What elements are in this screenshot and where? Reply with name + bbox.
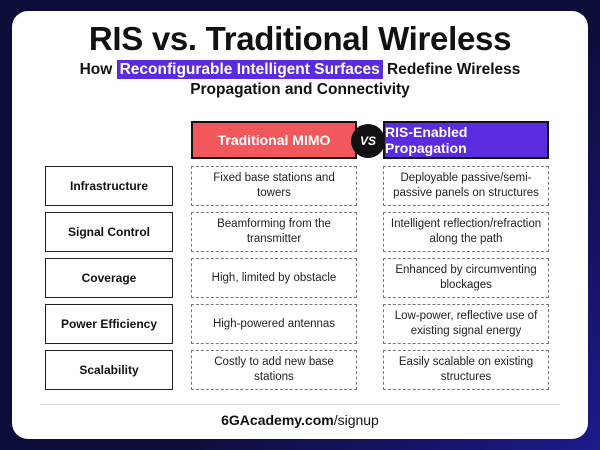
infographic-card: RIS vs. Traditional Wireless How Reconfi…: [12, 11, 588, 439]
traditional-cell-scalability: Costly to add new base stations: [191, 350, 357, 390]
traditional-cell-coverage: High, limited by obstacle: [191, 258, 357, 298]
row-label-signal-control: Signal Control: [45, 212, 173, 252]
traditional-cell-power-efficiency: High-powered antennas: [191, 304, 357, 344]
footer-domain: 6GAcademy.com: [221, 412, 334, 428]
row-label-power-efficiency: Power Efficiency: [45, 304, 173, 344]
ris-cell-scalability: Easily scalable on existing structures: [383, 350, 549, 390]
ris-cell-coverage: Enhanced by circumventing blockages: [383, 258, 549, 298]
row-label-scalability: Scalability: [45, 350, 173, 390]
row-label-infrastructure: Infrastructure: [45, 166, 173, 206]
footer-path: /signup: [333, 412, 379, 428]
traditional-cell-signal-control: Beamforming from the transmitter: [191, 212, 357, 252]
ris-cell-signal-control: Intelligent reflection/refraction along …: [383, 212, 549, 252]
subtitle-prefix: How: [79, 61, 117, 78]
vs-badge: VS: [351, 124, 385, 158]
ris-cell-infrastructure: Deployable passive/semi-passive panels o…: [383, 166, 549, 206]
page-subtitle: How Reconfigurable Intelligent Surfaces …: [42, 60, 558, 100]
subtitle-highlight: Reconfigurable Intelligent Surfaces: [116, 60, 383, 79]
footer-link[interactable]: 6GAcademy.com/signup: [12, 412, 588, 428]
column-header-traditional: Traditional MIMO: [191, 121, 357, 159]
page-title: RIS vs. Traditional Wireless: [88, 20, 512, 57]
subtitle-suffix: Redefine Wireless Propagation and Connec…: [190, 61, 521, 98]
ris-cell-power-efficiency: Low-power, reflective use of existing si…: [383, 304, 549, 344]
traditional-cell-infrastructure: Fixed base stations and towers: [191, 166, 357, 206]
row-label-coverage: Coverage: [45, 258, 173, 298]
footer-divider: [40, 404, 560, 405]
column-header-ris: RIS-Enabled Propagation: [383, 121, 549, 159]
